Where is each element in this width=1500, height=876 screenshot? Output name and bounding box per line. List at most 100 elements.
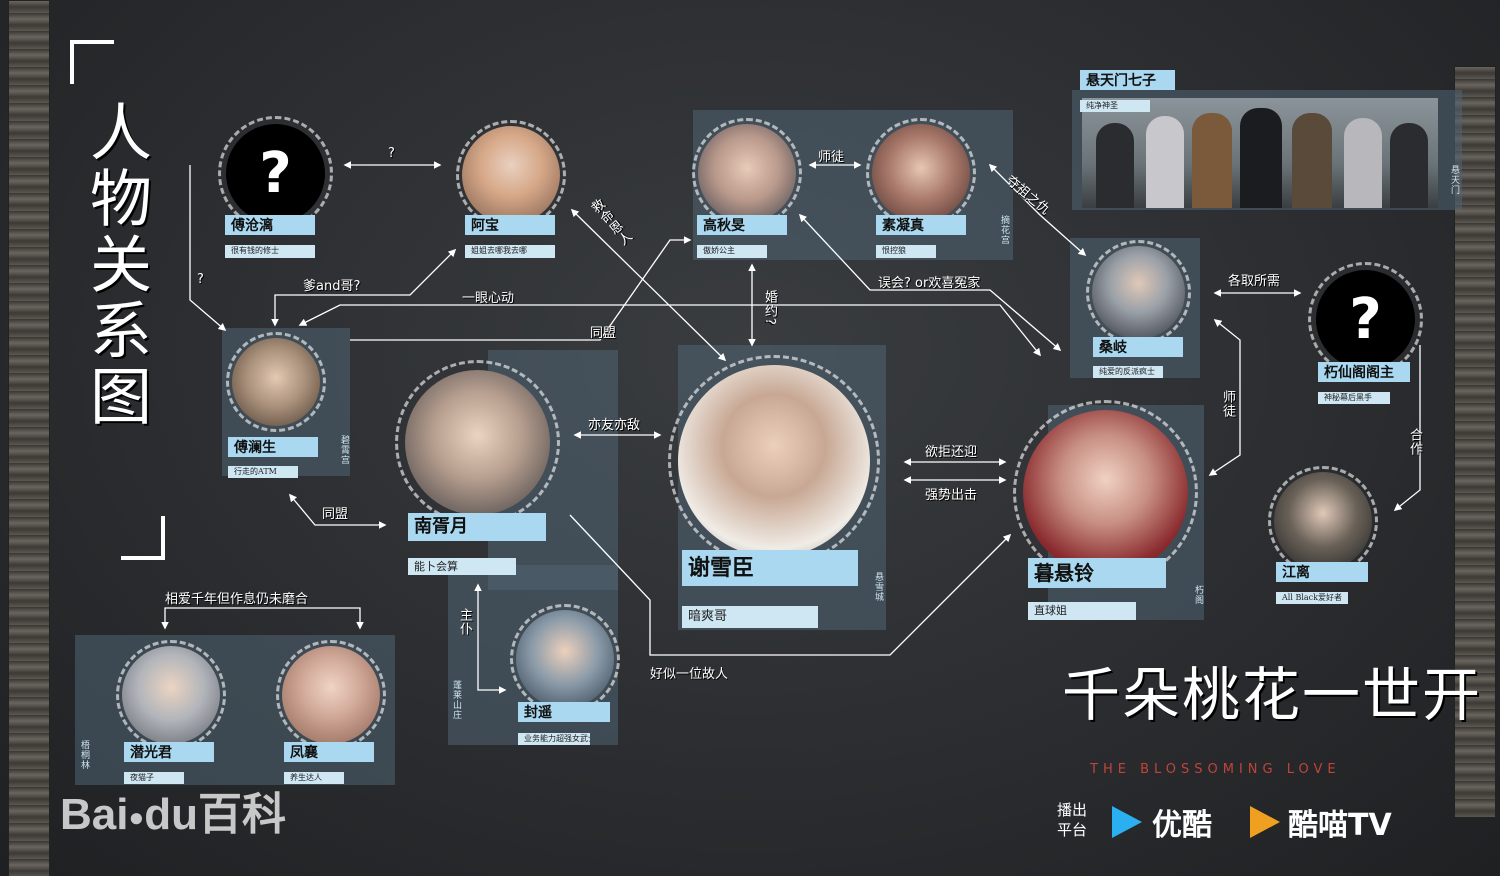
link-yiyan xyxy=(298,304,1041,357)
node-jiang-li[interactable] xyxy=(1268,466,1378,576)
node-xiuxian[interactable]: ? xyxy=(1308,262,1423,377)
link-xiangai xyxy=(161,607,364,630)
name-abao: 阿宝 xyxy=(465,215,555,235)
desc-seven: 纯净神圣 xyxy=(1080,100,1150,112)
figure-6 xyxy=(1344,118,1382,208)
desc-xiuxian: 神秘幕后黑手 xyxy=(1318,392,1390,404)
link-guren xyxy=(569,514,1012,656)
xie-xuechen-tag: 悬雪城 xyxy=(873,572,883,602)
figure-1 xyxy=(1096,123,1134,208)
rel-q1: ? xyxy=(388,146,395,161)
unknown-portrait-icon: ? xyxy=(226,124,325,223)
kumiao-logo-icon xyxy=(1250,806,1280,838)
node-fu-lansheng[interactable] xyxy=(226,332,326,432)
rel-q2: ? xyxy=(197,272,204,287)
figure-2 xyxy=(1146,116,1184,208)
su-ningzhen-portrait xyxy=(872,124,970,222)
mu-xuanling-portrait xyxy=(1023,410,1188,575)
figure-5 xyxy=(1292,113,1332,208)
node-qian-guangjun[interactable] xyxy=(116,640,226,750)
link-fucangli-fulansheng xyxy=(189,165,227,332)
link-abao-fulansheng xyxy=(271,248,457,327)
desc-su-ningzhen: 恨控狼 xyxy=(876,245,936,258)
abao-portrait xyxy=(462,126,560,224)
node-nan-xuyue[interactable] xyxy=(395,360,560,525)
seven-tag: 悬天门 xyxy=(1449,165,1459,195)
jiang-li-portrait xyxy=(1274,472,1372,570)
rel-shitu2: 师徒 xyxy=(1220,390,1235,418)
node-xie-xuechen[interactable] xyxy=(668,355,880,567)
name-fu-lansheng: 傅澜生 xyxy=(228,437,318,457)
rel-tongmeng2: 同盟 xyxy=(322,507,349,522)
unknown-portrait-icon: ? xyxy=(1316,270,1415,369)
name-nan-xuyue: 南胥月 xyxy=(408,513,546,541)
title-bracket-bottom xyxy=(121,516,165,560)
name-jiang-li: 江离 xyxy=(1276,562,1368,582)
node-sang-qi[interactable] xyxy=(1086,240,1191,345)
rel-zhupu: 主仆 xyxy=(457,608,472,636)
name-qian-guangjun: 潜光君 xyxy=(124,742,214,762)
node-abao[interactable] xyxy=(456,120,566,230)
nan-xuyue-portrait xyxy=(405,370,550,515)
feng-yao-portrait xyxy=(516,610,614,708)
qian-guangjun-portrait xyxy=(122,646,220,744)
name-mu-xuanling: 暮悬铃 xyxy=(1028,558,1166,588)
sang-qi-portrait xyxy=(1092,246,1185,339)
node-feng-yao[interactable] xyxy=(510,604,620,714)
name-seven: 悬天门七子 xyxy=(1080,70,1175,90)
desc-mu-xuanling: 直球姐 xyxy=(1028,602,1136,620)
rel-tongmeng1: 同盟 xyxy=(590,326,617,341)
platform-youku: 优酷 xyxy=(1152,808,1212,843)
xie-xuechen-portrait xyxy=(678,365,870,557)
rel-shitu1: 师徒 xyxy=(818,150,845,165)
youku-logo-icon xyxy=(1112,806,1142,838)
left-scroll-ornament xyxy=(8,0,50,876)
title-bracket-top xyxy=(70,40,114,84)
desc-jiang-li: All Black爱好者 xyxy=(1276,592,1348,604)
feng-xiang-portrait xyxy=(282,646,380,744)
baidu-watermark: Bai●du百科 xyxy=(60,778,286,842)
figure-7 xyxy=(1390,123,1428,208)
name-gao-qiuming: 高秋旻 xyxy=(697,215,787,235)
desc-qian-guangjun: 夜猫子 xyxy=(124,772,184,784)
rel-qiangshi: 强势出击 xyxy=(925,488,978,503)
node-fu-cangli[interactable]: ? xyxy=(218,116,333,231)
rel-baby-bro: 爹and哥? xyxy=(303,279,361,294)
chart-title: 人物关系图 xyxy=(79,100,152,430)
link-tongmeng-bottom xyxy=(289,493,387,529)
rel-xiangai: 相爱千年但作息仍未磨合 xyxy=(165,592,309,607)
desc-gao-qiuming: 傲娇公主 xyxy=(697,245,767,258)
rel-wuhui: 误会? or欢喜冤家 xyxy=(878,276,981,291)
watermark-baike: 百科 xyxy=(197,790,286,839)
rel-guren: 好似一位故人 xyxy=(650,667,729,682)
node-feng-xiang[interactable] xyxy=(276,640,386,750)
watermark-bai: Bai xyxy=(60,790,129,839)
fu-lansheng-portrait xyxy=(232,338,320,426)
node-ring xyxy=(226,332,326,432)
name-fu-cangli: 傅沧漓 xyxy=(225,215,315,235)
node-mu-xuanling[interactable] xyxy=(1013,400,1198,585)
node-su-ningzhen[interactable] xyxy=(866,118,976,228)
desc-feng-xiang: 养生达人 xyxy=(284,772,344,784)
desc-nan-xuyue: 能卜会算 xyxy=(408,558,516,575)
rel-yuju: 欲拒还迎 xyxy=(925,445,978,460)
link-wuhui xyxy=(798,213,1062,352)
name-feng-yao: 封遥 xyxy=(518,702,610,722)
platform-kumiao: 酷喵TV xyxy=(1288,808,1392,843)
name-feng-xiang: 凤襄 xyxy=(284,742,374,762)
node-gao-qiuming[interactable] xyxy=(692,118,802,228)
link-zhupu xyxy=(474,583,507,694)
desc-xie-xuechen: 暗爽哥 xyxy=(682,606,818,628)
feng-yao-tag: 蓬莱山庄 xyxy=(451,680,461,720)
rel-hunyue: 婚约? xyxy=(762,290,777,326)
figure-4 xyxy=(1240,108,1282,208)
platform-label: 播出平台 xyxy=(1057,801,1088,839)
title-block: 人物关系图 xyxy=(70,40,165,560)
node-seven[interactable] xyxy=(1082,98,1438,208)
rel-yiyan: 一眼心动 xyxy=(462,291,515,306)
watermark-du: du xyxy=(144,790,198,839)
gao-qiuming-portrait xyxy=(698,124,796,222)
figure-3 xyxy=(1192,113,1232,208)
